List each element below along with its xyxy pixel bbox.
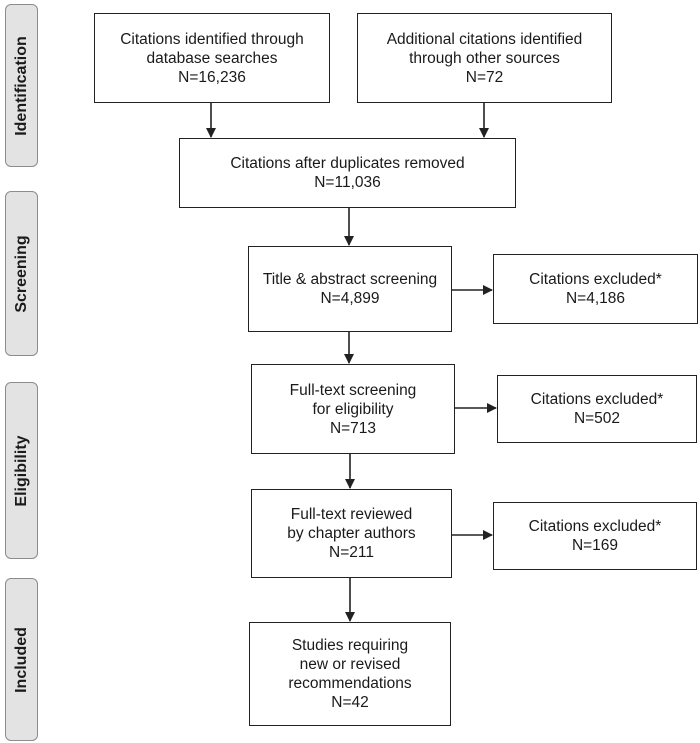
box-database-searches: Citations identified through database se… [94,13,330,103]
box-text: Additional citations identified [386,30,583,48]
box-text: Full-text reviewed [290,506,413,523]
box-text: by chapter authors [287,525,416,542]
box-other-sources: Additional citations identified through … [357,13,612,103]
box-citations-excluded-2: Citations excluded* N=502 [497,375,697,443]
box-text: new or revised [299,656,401,673]
box-studies-included: Studies requiring new or revised recomme… [249,622,451,726]
box-citations-excluded-1: Citations excluded* N=4,186 [493,254,698,324]
stage-label: Screening [12,234,30,313]
stage-label: Included [12,626,30,693]
box-duplicates-removed: Citations after duplicates removed N=11,… [179,138,516,208]
box-count: N=4,186 [565,290,626,307]
box-text: Citations excluded* [530,391,664,408]
stage-included: Included [5,578,38,741]
box-count: N=72 [465,68,504,86]
box-full-text-screening: Full-text screening for eligibility N=71… [251,364,455,454]
box-count: N=11,036 [314,174,381,191]
stage-identification: Identification [5,4,38,167]
box-full-text-reviewed: Full-text reviewed by chapter authors N=… [251,489,452,578]
box-count: N=42 [331,694,369,711]
box-citations-excluded-3: Citations excluded* N=169 [493,502,697,570]
box-text: Citations excluded* [529,271,662,288]
stage-screening: Screening [5,191,38,356]
stage-label: Identification [12,35,30,136]
box-count: N=502 [573,410,621,427]
box-text: Citations after duplicates removed [230,155,465,172]
box-count: N=211 [329,544,374,561]
box-count: N=713 [329,419,377,437]
box-text: Studies requiring [291,637,409,654]
box-text: Title & abstract screening [262,271,438,288]
stage-eligibility: Eligibility [5,382,38,559]
box-count: N=4,899 [320,290,380,307]
box-text: for eligibility [312,400,394,418]
box-text: Full-text screening [289,381,417,399]
box-text: recommendations [288,675,412,692]
box-count: N=169 [571,537,619,554]
box-text: Citations excluded* [528,518,662,535]
box-count: N=16,236 [178,68,246,86]
stage-label: Eligibility [12,434,30,507]
box-text: Citations identified through [120,30,304,48]
box-title-abstract-screening: Title & abstract screening N=4,899 [248,246,452,332]
box-text: through other sources [409,49,560,67]
box-text: database searches [146,49,278,67]
